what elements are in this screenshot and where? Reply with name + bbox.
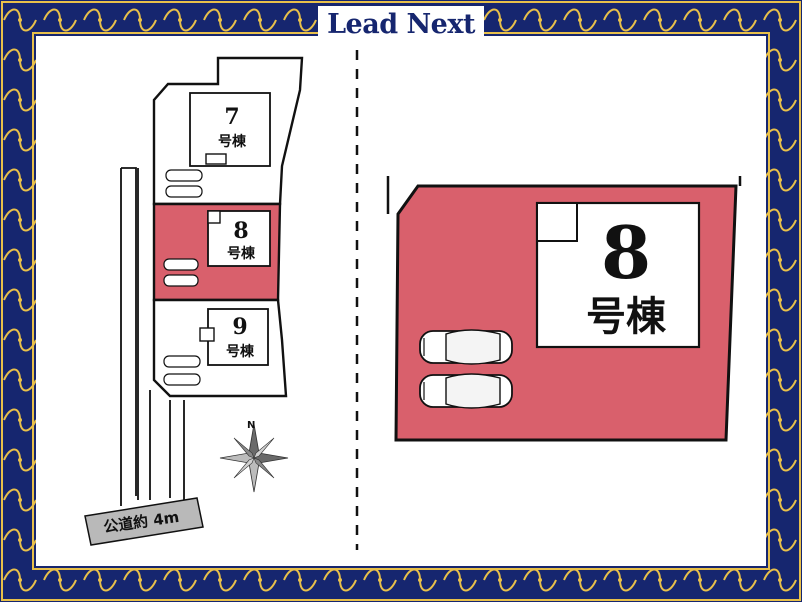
lot-8-detail: 8 号棟 bbox=[386, 176, 742, 442]
detail-car-1 bbox=[419, 329, 513, 365]
parking-cars bbox=[163, 169, 203, 386]
house-7 bbox=[189, 92, 271, 167]
detail-car-2 bbox=[419, 373, 513, 409]
detail-suffix: 号棟 bbox=[586, 294, 667, 340]
compass-icon bbox=[219, 423, 289, 493]
lot-7-suffix: 号棟 bbox=[218, 133, 247, 150]
public-road bbox=[84, 497, 204, 546]
lot-9-suffix: 号棟 bbox=[226, 343, 255, 360]
lot-8-number: 8 bbox=[233, 218, 248, 244]
lot-7-number: 7 bbox=[224, 104, 239, 130]
lot-8-suffix: 号棟 bbox=[227, 245, 256, 262]
detail-number: 8 bbox=[601, 210, 651, 295]
site-plan: 7 号棟 8 号棟 9 号棟 bbox=[84, 56, 304, 546]
house-9 bbox=[207, 308, 269, 366]
lot-9-number: 9 bbox=[232, 314, 247, 340]
brand-logo: Lead Next bbox=[318, 6, 484, 44]
compass-north-label: N bbox=[247, 420, 255, 431]
